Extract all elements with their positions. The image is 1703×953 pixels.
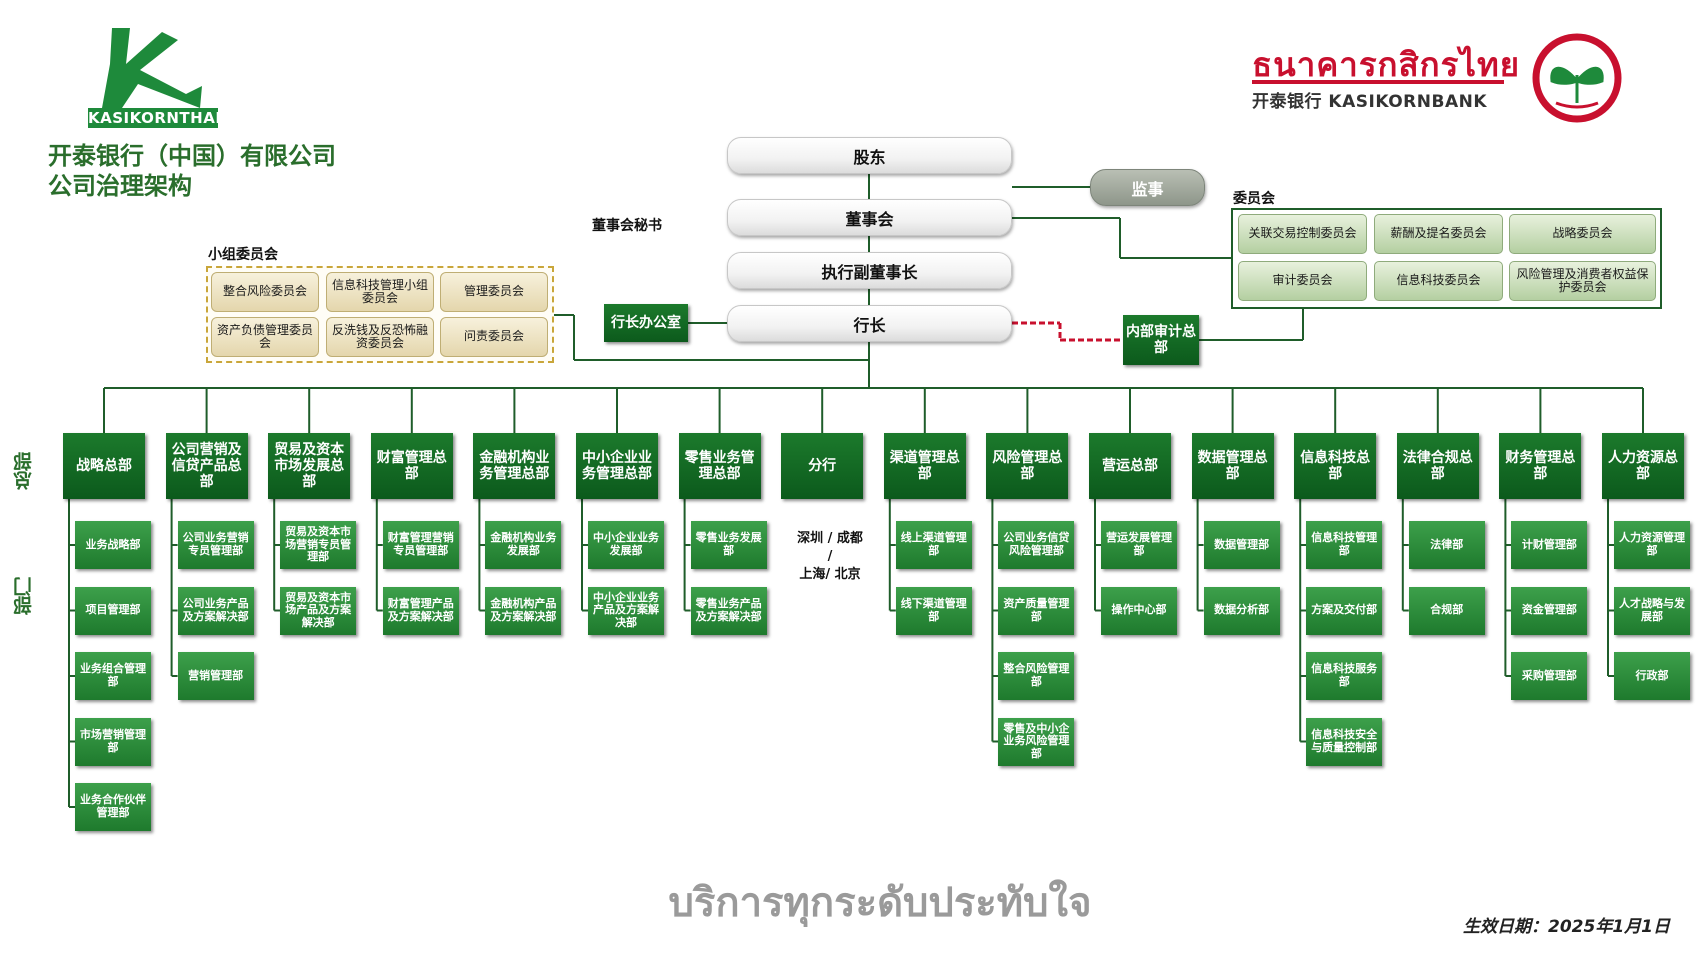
department-box: 贸易及资本市场产品及方案解决部 [280, 586, 357, 635]
sub-committee-box: 反洗钱及反恐怖融资委员会 [326, 317, 434, 357]
department-box: 信息科技安全与质量控制部 [1306, 717, 1383, 766]
department-box: 零售业务产品及方案解决部 [690, 586, 767, 635]
branch-cities-line3: 上海/ 北京 [799, 567, 861, 583]
committee-box: 信息科技委员会 [1374, 261, 1503, 301]
hq-box: 人力资源总部 [1602, 433, 1684, 499]
hq-box: 中小企业业务管理总部 [576, 433, 658, 499]
committee-box: 战略委员会 [1509, 214, 1656, 254]
department-box: 数据分析部 [1203, 586, 1280, 635]
hq-box: 战略总部 [63, 433, 145, 499]
hq-box: 财富管理总部 [370, 433, 453, 499]
department-box: 操作中心部 [1101, 586, 1177, 635]
department-box: 行政部 [1614, 652, 1690, 700]
hq-box: 财务管理总部 [1499, 433, 1582, 499]
department-box: 合规部 [1408, 586, 1485, 635]
department-box: 业务战略部 [75, 521, 151, 569]
hq-box-branch: 分行 [781, 433, 864, 499]
department-box: 业务合作伙伴管理部 [75, 783, 151, 831]
slogan: บริการทุกระดับประทับใจ [668, 879, 1092, 926]
department-box: 财富管理营销专员管理部 [382, 521, 459, 569]
committee-box: 审计委员会 [1238, 261, 1367, 301]
department-box: 方案及交付部 [1306, 586, 1383, 635]
department-box: 采购管理部 [1511, 652, 1588, 700]
branch-cities-line1: 深圳 / 成都 [797, 531, 863, 546]
hq-box: 渠道管理总部 [883, 433, 966, 499]
department-box: 法律部 [1408, 521, 1485, 569]
department-box: 业务组合管理部 [75, 652, 151, 700]
president-office-box: 行长办公室 [604, 304, 688, 342]
department-box: 整合风险管理部 [998, 652, 1075, 700]
vice-chairman-box: 执行副董事长 [727, 252, 1012, 289]
committee-box: 薪酬及提名委员会 [1374, 214, 1503, 254]
department-box: 中小企业业务发展部 [588, 521, 664, 569]
hq-box: 数据管理总部 [1191, 433, 1274, 499]
department-box: 人才战略与发展部 [1614, 586, 1690, 635]
board-box: 董事会 [727, 199, 1012, 236]
board-secretary-label: 董事会秘书 [592, 218, 662, 234]
hq-box: 贸易及资本市场发展总部 [268, 433, 351, 499]
committee-box: 关联交易控制委员会 [1238, 214, 1367, 254]
department-box: 金融机构产品及方案解决部 [485, 586, 562, 635]
sub-committees-title: 小组委员会 [208, 247, 278, 263]
hq-box: 金融机构业务管理总部 [473, 433, 556, 499]
shareholders-box: 股东 [727, 137, 1012, 174]
hq-box: 营运总部 [1089, 433, 1171, 499]
sub-committee-box: 信息科技管理小组委员会 [326, 272, 434, 312]
department-box: 中小企业业务产品及方案解决部 [588, 586, 664, 635]
kbank-thai-name: ธนาคารกสิกรไทย [1252, 45, 1521, 84]
department-box: 公司业务信贷风险管理部 [998, 521, 1075, 569]
hq-box: 法律合规总部 [1396, 433, 1479, 499]
department-box: 财富管理产品及方案解决部 [382, 586, 459, 635]
department-box: 资产质量管理部 [998, 586, 1075, 635]
internal-audit-box: 内部审计总部 [1123, 315, 1199, 365]
hq-box: 零售业务管理总部 [678, 433, 761, 499]
page-subtitle: 公司治理架构 [48, 172, 192, 200]
department-box: 金融机构业务发展部 [485, 521, 562, 569]
committees-title: 委员会 [1233, 191, 1275, 207]
department-box: 零售及中小企业务风险管理部 [998, 717, 1075, 766]
sub-committee-box: 资产负债管理委员会 [211, 317, 319, 357]
sub-committee-box: 问责委员会 [440, 317, 548, 357]
effective-date: 生效日期：2025年1月1日 [1463, 917, 1670, 937]
department-box: 线上渠道管理部 [895, 521, 972, 569]
department-box: 市场营销管理部 [75, 717, 151, 766]
department-box: 计财管理部 [1511, 521, 1588, 569]
branch-cities-line2: / [827, 549, 833, 565]
department-box: 营运发展管理部 [1101, 521, 1177, 569]
committees-frame [1231, 208, 1662, 309]
kbank-english-name: 开泰银行 KASIKORNBANK [1252, 92, 1488, 112]
hq-box: 信息科技总部 [1294, 433, 1377, 499]
kbank-underline [1252, 80, 1504, 84]
department-box: 零售业务发展部 [690, 521, 767, 569]
hq-box: 风险管理总部 [986, 433, 1069, 499]
department-box: 公司业务营销专员管理部 [177, 521, 254, 569]
page-title: 开泰银行（中国）有限公司 [48, 142, 336, 170]
kasikornthai-logo-icon [102, 28, 202, 108]
supervisor-box: 监事 [1090, 169, 1205, 206]
kbank-emblem-icon [1532, 33, 1622, 123]
department-box: 项目管理部 [75, 586, 151, 635]
department-box: 营销管理部 [177, 652, 254, 700]
department-box: 公司业务产品及方案解决部 [177, 586, 254, 635]
logo-text: KASIKORNTHAI [88, 108, 222, 128]
department-box: 人力资源管理部 [1614, 521, 1690, 569]
president-box: 行长 [727, 305, 1012, 342]
department-box: 线下渠道管理部 [895, 586, 972, 635]
department-box: 信息科技服务部 [1306, 652, 1383, 700]
sub-committee-box: 整合风险委员会 [211, 272, 319, 312]
department-box: 资金管理部 [1511, 586, 1588, 635]
hq-box: 公司营销及信贷产品总部 [165, 433, 248, 499]
department-box: 信息科技管理部 [1306, 521, 1383, 569]
department-box: 数据管理部 [1203, 521, 1280, 569]
headquarters-side-label: 总部 [13, 452, 35, 490]
sub-committee-box: 管理委员会 [440, 272, 548, 312]
departments-side-label: 部门 [13, 577, 35, 615]
committee-box: 风险管理及消费者权益保护委员会 [1509, 261, 1656, 301]
branch-cities: 深圳 / 成都 / 上海/ 北京 [780, 530, 880, 585]
department-box: 贸易及资本市场营销专员管理部 [280, 521, 357, 569]
